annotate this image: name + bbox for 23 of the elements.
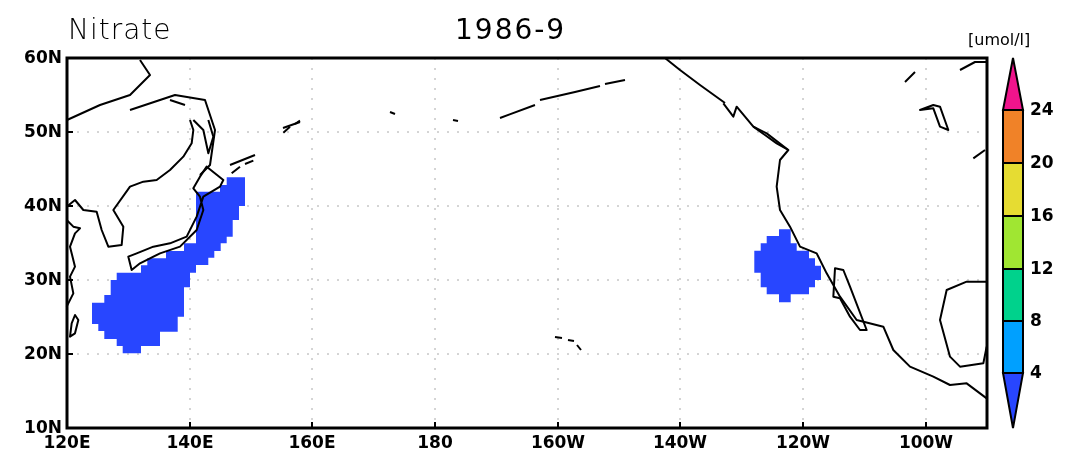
scale-value: 4 <box>1030 364 1042 381</box>
longitude-label: 140E <box>166 434 214 451</box>
latitude-label: 40N <box>24 197 62 214</box>
scale-value: 12 <box>1030 260 1054 277</box>
longitude-label: 160W <box>530 434 586 451</box>
scale-value: 8 <box>1030 312 1042 329</box>
latitude-label: 60N <box>24 49 62 66</box>
longitude-label: 180 <box>417 434 453 451</box>
map-title: Nitrate <box>68 16 172 44</box>
longitude-label: 100W <box>898 434 954 451</box>
longitude-label: 120W <box>775 434 831 451</box>
scale-value: 24 <box>1030 101 1054 118</box>
scale-value: 16 <box>1030 207 1054 224</box>
latitude-label: 50N <box>24 123 62 140</box>
latitude-label: 30N <box>24 271 62 288</box>
longitude-label: 140W <box>652 434 708 451</box>
longitude-label: 160E <box>288 434 336 451</box>
latitude-label: 10N <box>24 419 62 436</box>
plot-date: 1986-9 <box>455 16 567 44</box>
latitude-label: 20N <box>24 345 62 362</box>
longitude-label: 120E <box>43 434 91 451</box>
unit-label: [umol/l] <box>968 32 1031 48</box>
scale-value: 20 <box>1030 154 1054 171</box>
